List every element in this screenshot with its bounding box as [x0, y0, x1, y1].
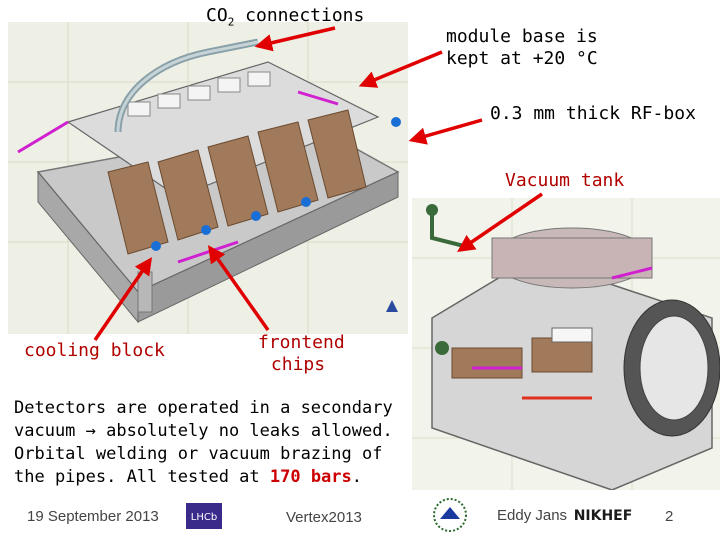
page-number: 2 — [665, 508, 674, 525]
lhcb-logo: LHCb — [186, 503, 222, 529]
cooling-block-label: cooling block — [24, 340, 165, 361]
rf-box-label: 0.3 mm thick RF-box — [490, 103, 696, 124]
line4-part-b: . — [351, 467, 363, 487]
vacuum-tank-label: Vacuum tank — [505, 170, 625, 191]
right-arrow-icon: → — [85, 421, 96, 441]
frontend-line1: frontend — [258, 332, 345, 353]
line2-part-a: vacuum — [14, 421, 86, 441]
nikhef-logo: NIKHEF — [572, 501, 634, 527]
co2-prefix: CO — [206, 5, 228, 26]
description-line2: vacuum → absolutely no leaks allowed. — [14, 420, 404, 443]
description-text: Detectors are operated in a secondary va… — [14, 397, 404, 489]
co2-subscript: 2 — [227, 15, 235, 29]
footer-date: 19 September 2013 — [27, 508, 159, 525]
line2-part-b: absolutely no leaks allowed. — [95, 421, 393, 441]
description-line3: Orbital welding or vacuum brazing of — [14, 444, 383, 464]
description-line4: the pipes. All tested at 170 bars. — [14, 466, 404, 489]
co2-suffix: connections — [234, 5, 365, 26]
module-base-line1: module base is — [446, 26, 598, 47]
vacuum-tank-illustration — [412, 198, 720, 490]
frontend-line2: chips — [270, 354, 326, 375]
rf-box-arrow — [408, 118, 483, 145]
footer-conference: Vertex2013 — [286, 509, 362, 526]
nikhef-logo-text: NIKHEF — [574, 508, 633, 524]
conference-logo — [428, 497, 472, 533]
svg-text:LHCb: LHCb — [191, 512, 217, 523]
line4-part-a: the pipes. All tested at — [14, 467, 270, 487]
module-illustration — [8, 22, 408, 334]
frontend-chips-label: frontend chips — [258, 332, 345, 376]
module-base-line2: kept at +20 °C — [446, 48, 598, 69]
module-base-label: module base is kept at +20 °C — [446, 26, 598, 70]
description-line1: Detectors are operated in a secondary — [14, 398, 393, 418]
co2-connections-label: CO2 connections — [206, 5, 364, 34]
pressure-highlight: 170 bars — [269, 467, 352, 487]
footer-author: Eddy Jans — [497, 507, 568, 524]
